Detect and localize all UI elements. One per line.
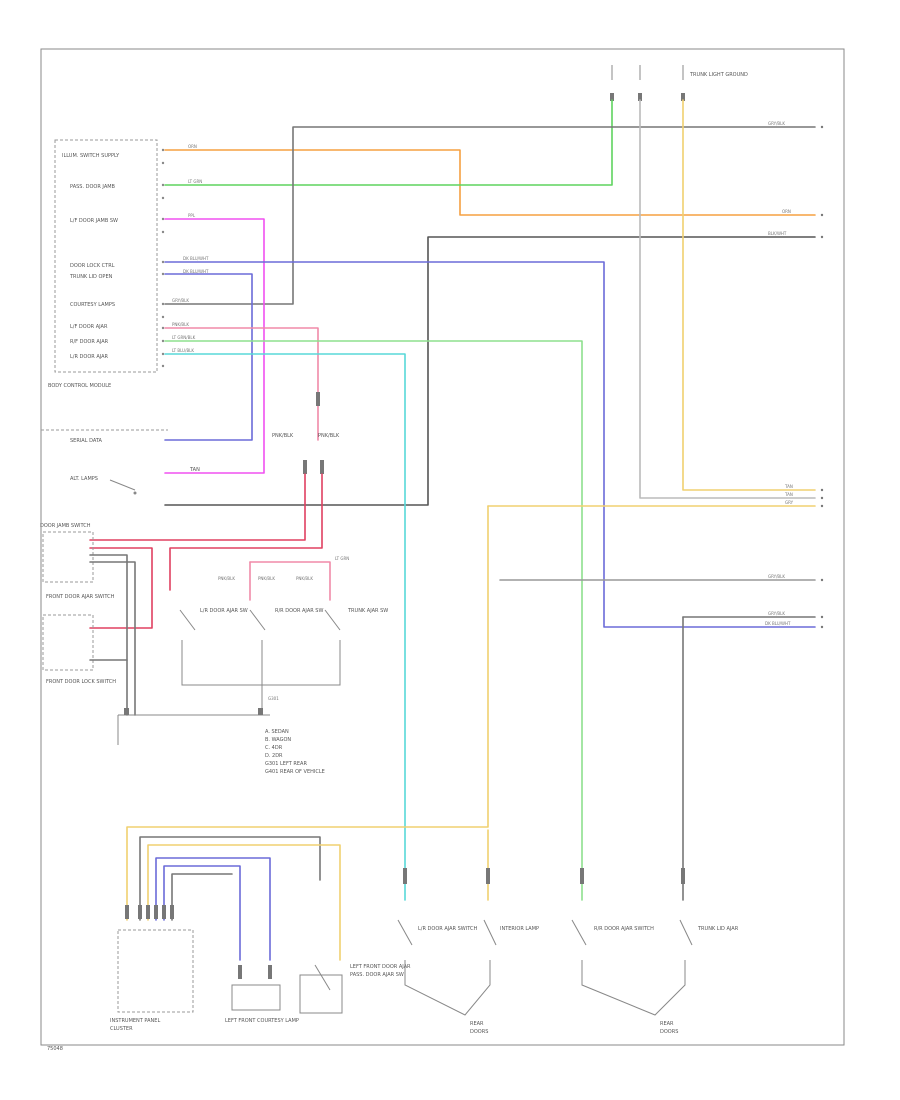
bcm-row-8: R/F DOOR AJAR bbox=[70, 339, 109, 345]
wire-yellow-loop bbox=[126, 505, 489, 921]
ltp-label: LEFT FRONT DOOR AJAR bbox=[350, 964, 411, 970]
bottom-sw2-label: INTERIOR LAMP bbox=[500, 926, 539, 932]
legend: A. SEDAN B. WAGON C. 4DR D. 2DR G301 LEF… bbox=[265, 729, 325, 775]
pink-conn-left: PNK/BLK bbox=[272, 433, 294, 439]
right-orange-label: ORN bbox=[782, 209, 791, 214]
wire-blue1-label: DK BLU/WHT bbox=[183, 256, 209, 261]
wire-magenta bbox=[164, 218, 265, 474]
bottom-mod-label: INSTRUMENT PANEL bbox=[110, 1018, 160, 1024]
bcm-row-5: TRUNK LID OPEN bbox=[69, 274, 113, 280]
lamp-label: LEFT FRONT COURTESY LAMP bbox=[225, 1018, 299, 1024]
bcm-block-title: BODY CONTROL MODULE bbox=[48, 383, 111, 389]
switch-label-3: TAN bbox=[189, 467, 200, 473]
right-gray3-label: GRY/BLK bbox=[768, 611, 785, 616]
legend-6: G401 REAR OF VEHICLE bbox=[265, 769, 325, 775]
wire-black bbox=[164, 236, 816, 506]
front-lock-label: FRONT DOOR LOCK SWITCH bbox=[46, 679, 116, 685]
wire-orange bbox=[164, 149, 816, 216]
wire-light-green bbox=[164, 340, 583, 901]
bcm-row-9: L/R DOOR AJAR bbox=[70, 354, 109, 360]
sw-c-label: TRUNK AJAR SW bbox=[347, 608, 388, 614]
door-jamb-label: DOOR JAMB SWITCH bbox=[40, 523, 91, 529]
right-y2-label: TAN bbox=[784, 492, 793, 497]
courtesy-lamp bbox=[231, 984, 281, 1011]
front-door-ajar-switch bbox=[42, 531, 94, 583]
sw-a-label: L/R DOOR AJAR SW bbox=[200, 608, 248, 614]
ground-a-label-2: DOORS bbox=[470, 1029, 488, 1035]
bottom-mod-label-2: CLUSTER bbox=[110, 1026, 133, 1032]
front-door-label: FRONT DOOR AJAR SWITCH bbox=[46, 594, 115, 600]
ground-a-label: REAR bbox=[470, 1021, 484, 1027]
wire-blue2-label: DK BLU/WHT bbox=[183, 269, 209, 274]
bottom-switch-group-a: L/R DOOR AJAR SWITCH INTERIOR LAMP REAR … bbox=[397, 868, 539, 1035]
top-terminal-group: TRUNK LIGHT GROUND bbox=[610, 65, 748, 101]
sw-row-2: PNK/BLK bbox=[258, 576, 275, 581]
right-gray2-label: GRY/BLK bbox=[768, 574, 785, 579]
wire-gray-label: GRY/BLK bbox=[172, 298, 189, 303]
wire-pink bbox=[164, 327, 319, 441]
sw-col-label: LT GRN bbox=[335, 556, 349, 561]
wire-green-label: LT GRN bbox=[188, 179, 202, 184]
sw-b-label: R/R DOOR AJAR SW bbox=[275, 608, 323, 614]
sw-row-1: PNK/BLK bbox=[218, 576, 235, 581]
right-y1-label: TAN bbox=[784, 484, 793, 489]
wire-orange-label: ORN bbox=[188, 144, 197, 149]
ground-note: G301 bbox=[268, 696, 279, 701]
wire-green bbox=[164, 99, 613, 186]
bcm-row-2: PASS. DOOR JAMB bbox=[70, 184, 116, 190]
legend-2: B. WAGON bbox=[265, 737, 291, 743]
bcm-row-1: ILLUM. SWITCH SUPPLY bbox=[62, 153, 120, 159]
bcm-row-6: COURTESY LAMPS bbox=[70, 302, 115, 308]
switch-label-2: ALT. LAMPS bbox=[70, 476, 98, 482]
bcm-block-outline bbox=[54, 139, 158, 373]
left-front-ajar-switch bbox=[299, 974, 343, 1014]
legend-4: D. 2DR bbox=[265, 753, 283, 759]
right-gray1-label: GRY/BLK bbox=[768, 121, 785, 126]
wire-gray-top bbox=[164, 126, 816, 305]
bcm-row-3: L/F DOOR JAMB SW bbox=[70, 218, 118, 224]
bottom-sw1-label: L/R DOOR AJAR SWITCH bbox=[418, 926, 477, 932]
top-ground-label: TRUNK LIGHT GROUND bbox=[689, 72, 748, 78]
diagram-frame bbox=[40, 48, 845, 1046]
sw-row-3: PNK/BLK bbox=[296, 576, 313, 581]
legend-1: A. SEDAN bbox=[265, 729, 289, 735]
wire-magenta-label: PPL bbox=[188, 213, 196, 218]
wire-tan-right bbox=[639, 99, 816, 499]
ground-b-label-2: DOORS bbox=[660, 1029, 678, 1035]
bcm-row-4: DOOR LOCK CTRL bbox=[70, 263, 115, 269]
switch-label-1: SERIAL DATA bbox=[70, 438, 103, 444]
bottom-sw3-label: R/R DOOR AJAR SWITCH bbox=[594, 926, 654, 932]
instrument-panel-module bbox=[117, 929, 194, 1013]
sw-pass-label: PASS. DOOR AJAR SW bbox=[350, 972, 404, 978]
wire-yellow-right bbox=[682, 99, 816, 491]
wire-cyan bbox=[164, 353, 406, 901]
legend-5: G301 LEFT REAR bbox=[265, 761, 307, 767]
right-black-label: BLK/WHT bbox=[768, 231, 787, 236]
wire-ltgrn-label: LT GRN/BLK bbox=[172, 335, 196, 340]
bottom-switch-group-b: R/R DOOR AJAR SWITCH TRUNK LID AJAR REAR… bbox=[571, 868, 739, 1035]
wire-ltblu-label: LT BLU/BLK bbox=[172, 348, 194, 353]
ground-b-label: REAR bbox=[660, 1021, 674, 1027]
footer-code: 75048 bbox=[47, 1046, 63, 1052]
wire-pink-label: PNK/BLK bbox=[172, 322, 189, 327]
ajar-switch-row: PNK/BLK PNK/BLK PNK/BLK LT GRN L/R DOOR … bbox=[179, 556, 388, 715]
bottom-sw4-label: TRUNK LID AJAR bbox=[697, 926, 739, 932]
legend-3: C. 4DR bbox=[265, 745, 283, 751]
right-y3-label: GRY bbox=[785, 500, 794, 505]
bcm-row-7: L/F DOOR AJAR bbox=[70, 324, 108, 330]
wire-blue bbox=[164, 261, 816, 628]
right-blue-label: DK BLU/WHT bbox=[765, 621, 791, 626]
wire-blue-short bbox=[164, 273, 253, 441]
pink-conn-right: PNK/BLK bbox=[318, 433, 340, 439]
front-lock-switch bbox=[42, 614, 94, 671]
